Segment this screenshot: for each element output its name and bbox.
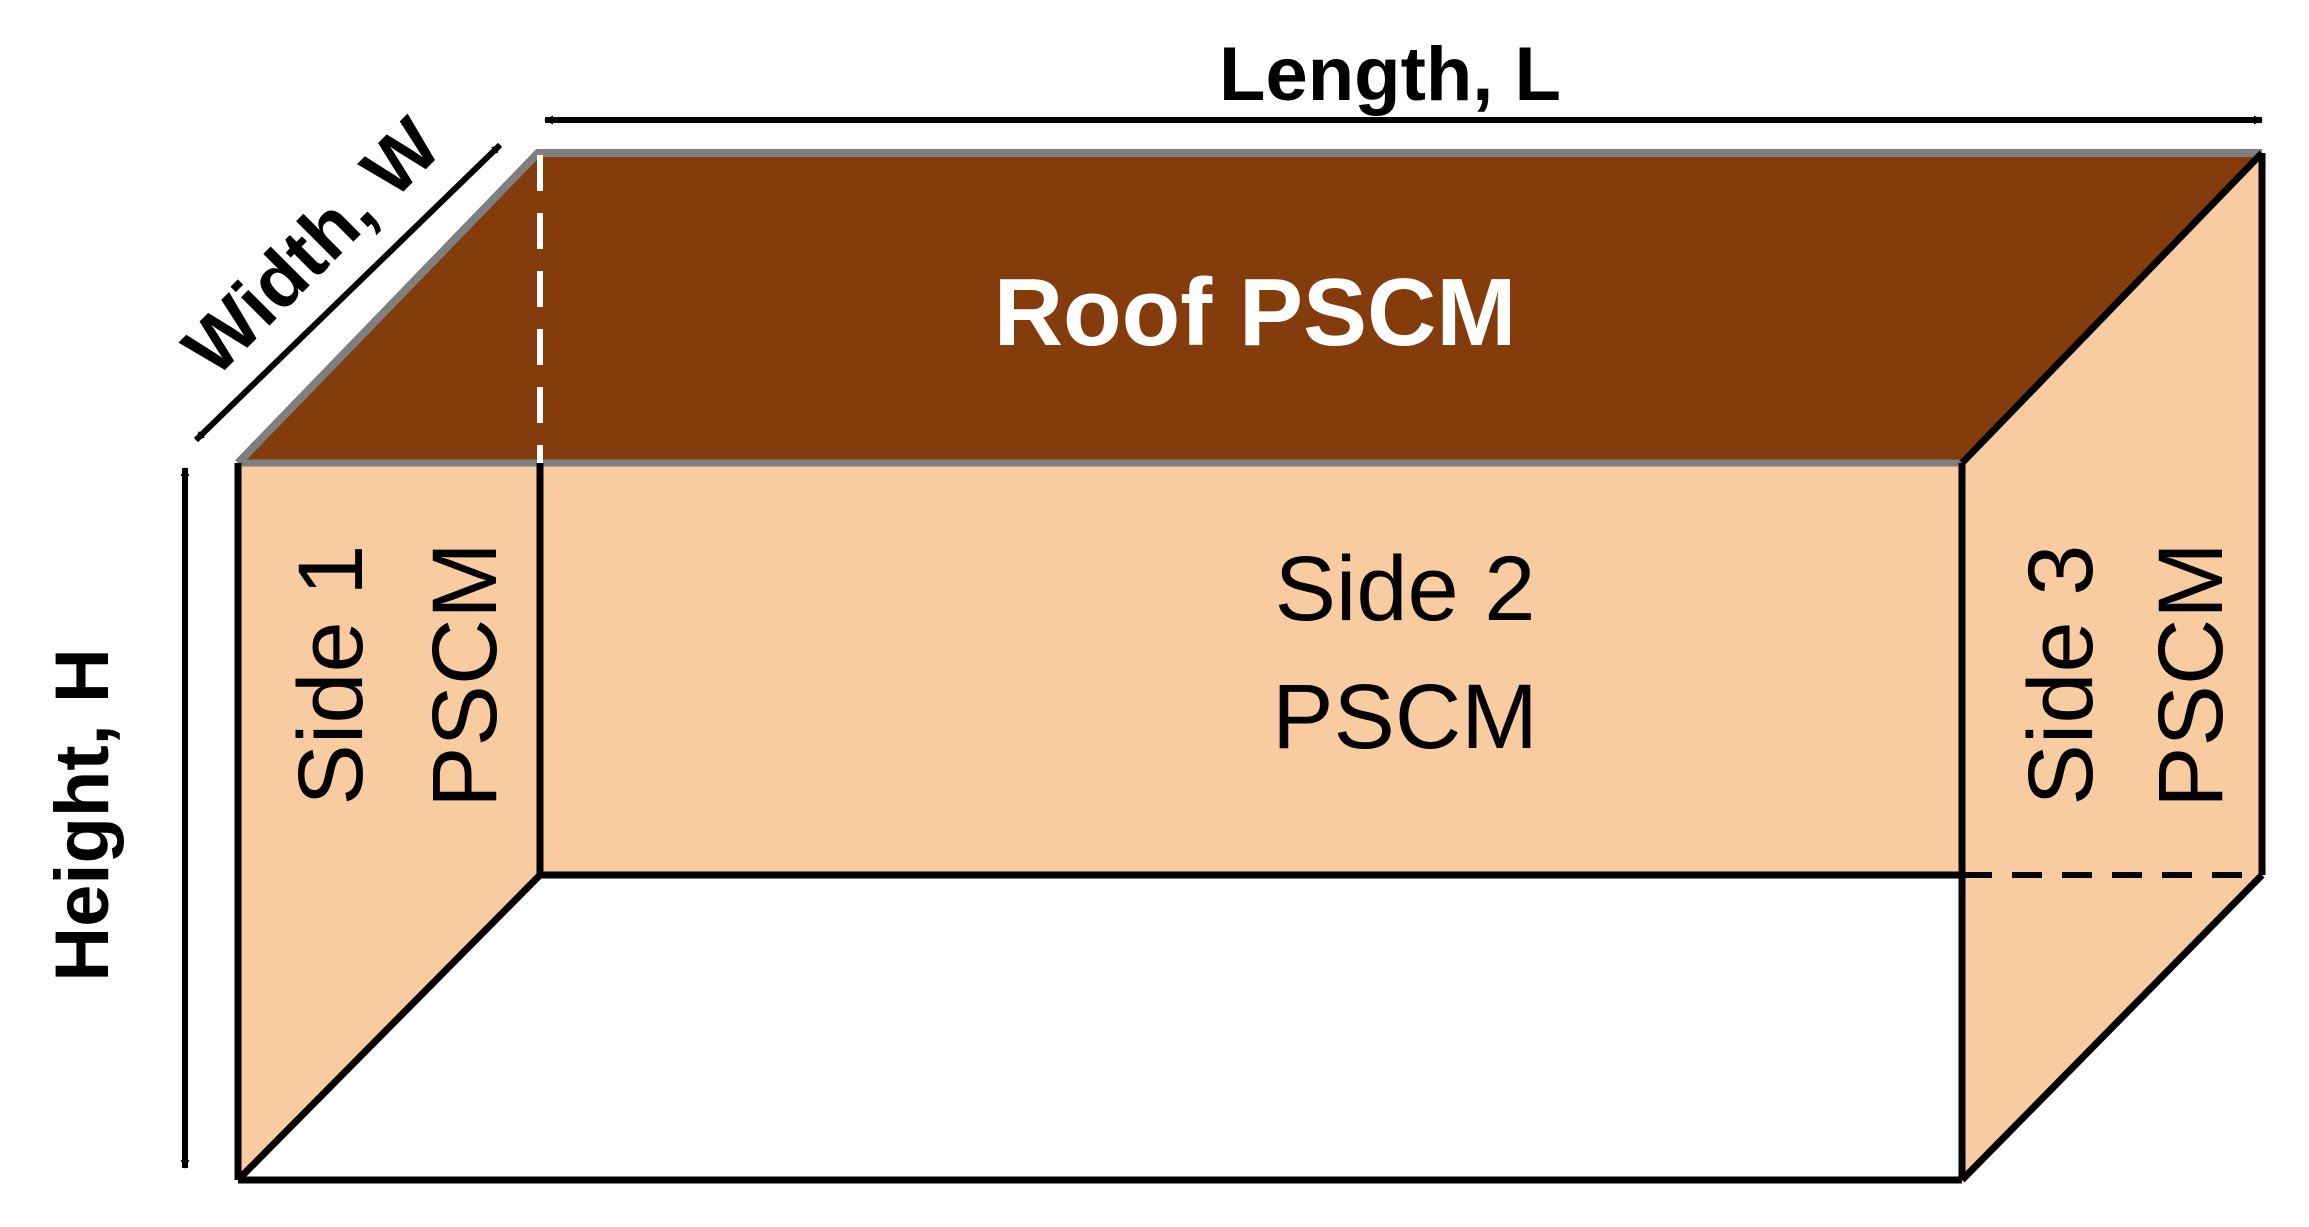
edge-left-bottom-diagonal	[235, 872, 543, 1183]
side-2-label-line1: Side 2	[1275, 538, 1536, 640]
side-2-face	[540, 463, 1962, 875]
side-1-face	[238, 463, 540, 1180]
edge-right-bottom-diagonal	[1959, 872, 2265, 1183]
width-arrow	[193, 142, 503, 443]
roof-label: Roof PSCM	[994, 259, 1517, 366]
side-3-label-line2: PSCM	[2140, 542, 2242, 808]
length-label: Length, L	[1219, 32, 1561, 117]
side-3-face	[1962, 153, 2262, 1180]
side-1-label-line1: Side 1	[280, 545, 382, 806]
edge-right-top-diagonal	[1959, 150, 2265, 466]
side-3-label-line1: Side 3	[2010, 545, 2112, 806]
side-1-label-line2: PSCM	[414, 542, 516, 808]
roof-face	[238, 153, 2262, 463]
side-2-label-line2: PSCM	[1272, 666, 1538, 768]
height-label: Height, H	[40, 648, 125, 982]
